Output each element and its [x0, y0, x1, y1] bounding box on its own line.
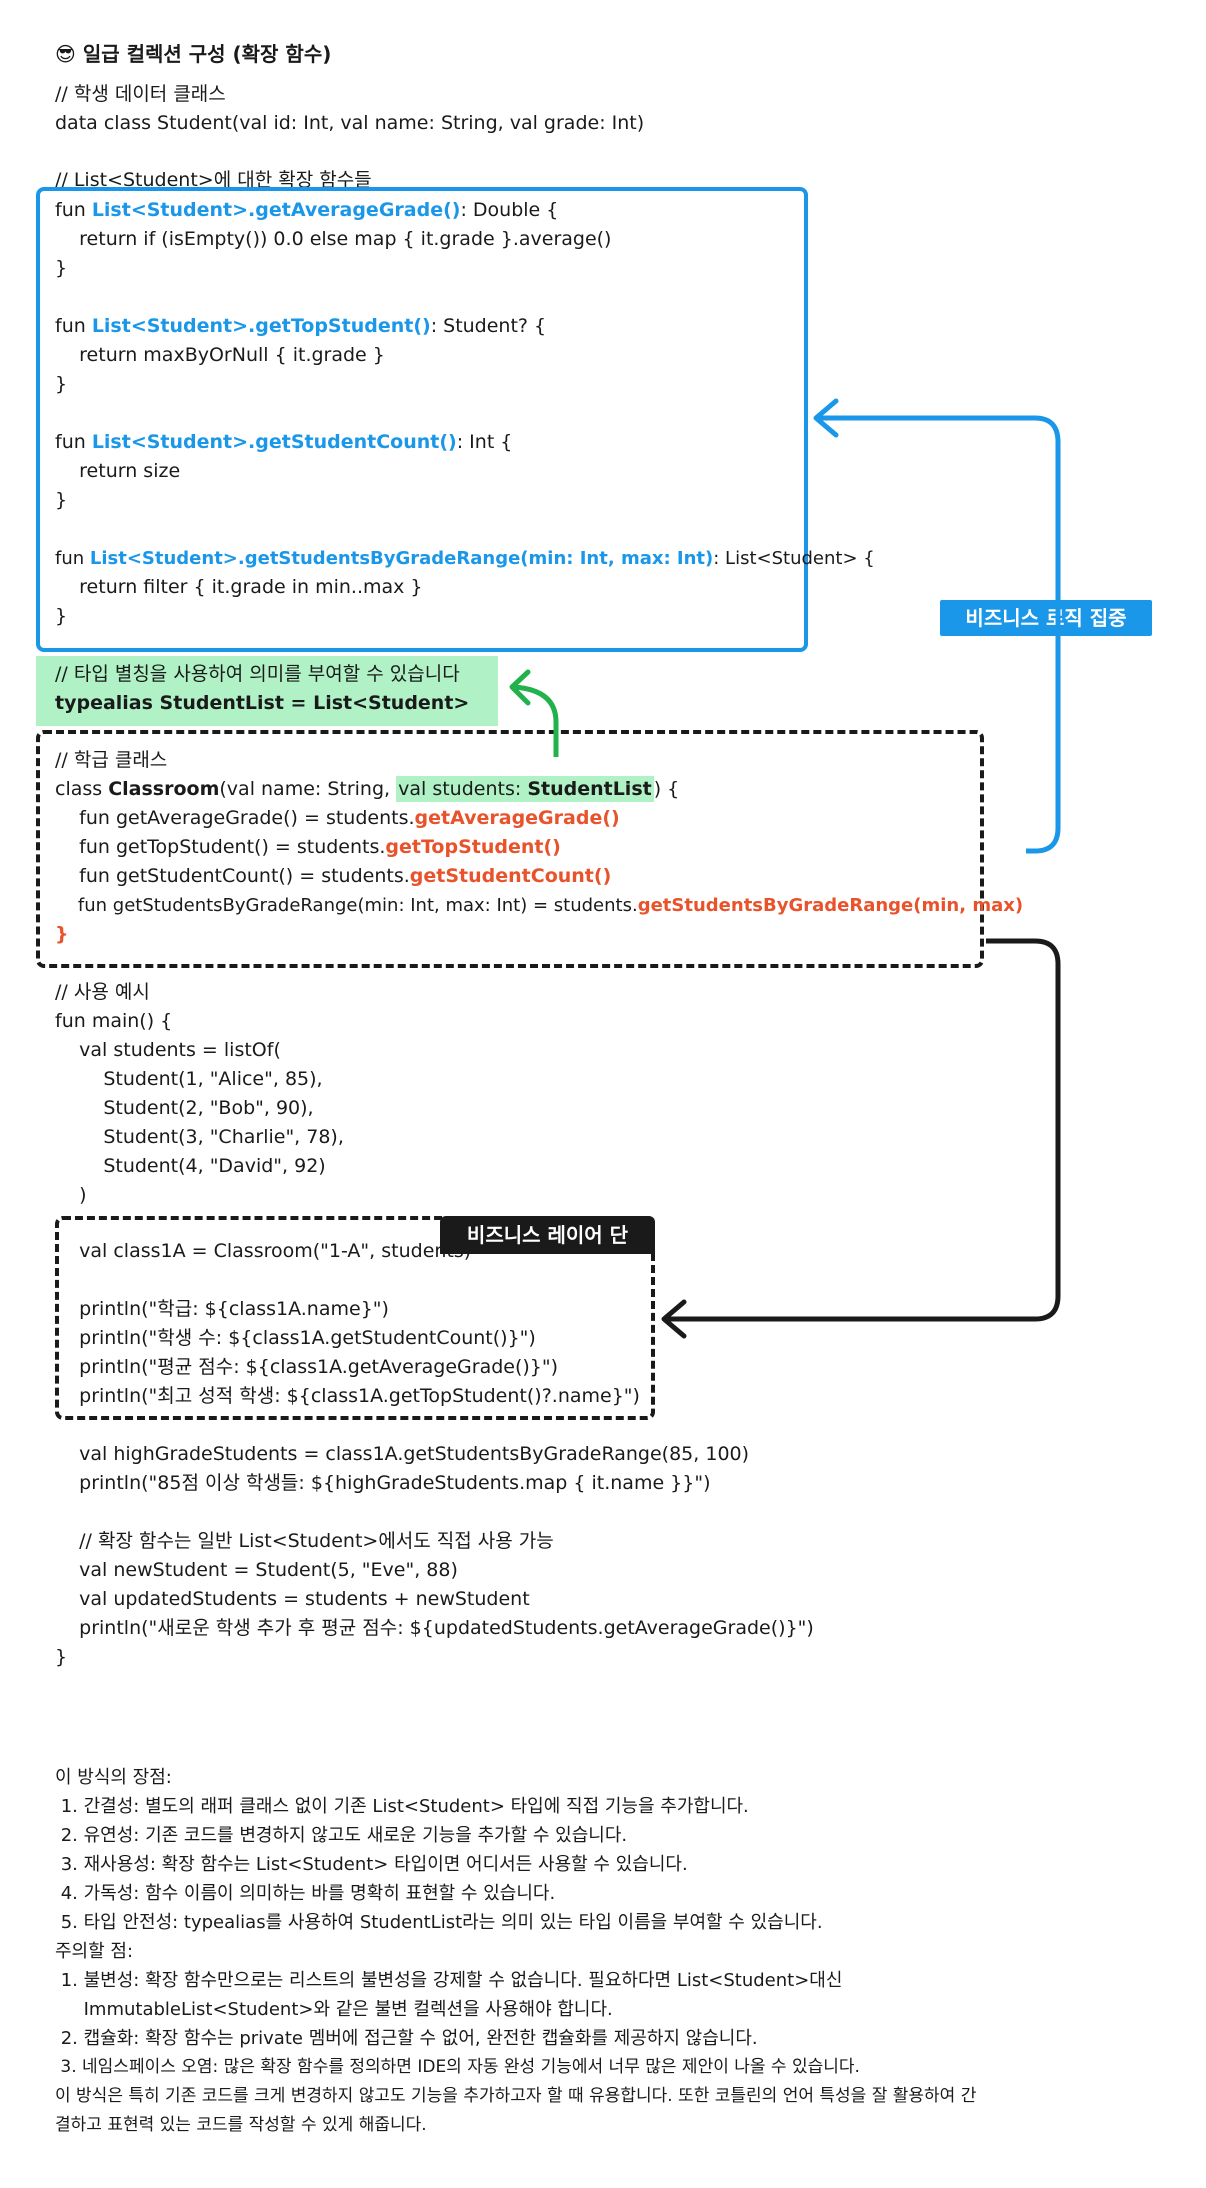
business-layer-box	[55, 1216, 655, 1420]
advantages-title: 이 방식의 장점:	[55, 1767, 172, 1788]
students-param-highlight: val students: StudentList	[396, 776, 654, 802]
brace: }	[55, 489, 68, 511]
sunglasses-emoji-icon: 😎	[55, 42, 76, 66]
caution-item: 2. 캡슐화: 확장 함수는 private 멤버에 접근할 수 없어, 완전한…	[55, 2028, 758, 2049]
code-line: )	[55, 1184, 87, 1206]
code-line: println("학생 수: ${class1A.getStudentCount…	[55, 1327, 536, 1349]
business-logic-label: 비즈니스 로직 집중	[940, 600, 1152, 636]
ext-fun-range-body: return filter { it.grade in min..max }	[55, 576, 423, 598]
code-line: println("새로운 학생 추가 후 평균 점수: ${updatedStu…	[55, 1617, 814, 1639]
classroom-box	[36, 730, 984, 968]
code-line: val class1A = Classroom("1-A", students)	[55, 1240, 472, 1262]
method-top: fun getTopStudent() = students.getTopStu…	[55, 836, 561, 858]
summary-line: 이 방식은 특히 기존 코드를 크게 변경하지 않고도 기능을 추가하고자 할 …	[55, 2086, 977, 2106]
ext-fun-average-body: return if (isEmpty()) 0.0 else map { it.…	[55, 228, 612, 250]
advantage-item: 4. 가독성: 함수 이름이 의미하는 바를 명확히 표현할 수 있습니다.	[55, 1883, 556, 1904]
typealias-highlight	[36, 656, 498, 726]
brace: }	[55, 373, 68, 395]
page-title: 😎 일급 컬렉션 구성 (확장 함수)	[55, 42, 332, 66]
code-line: println("평균 점수: ${class1A.getAverageGrad…	[55, 1356, 559, 1378]
summary-line: 결하고 표현력 있는 코드를 작성할 수 있게 해줍니다.	[55, 2115, 427, 2135]
code-line: println("학급: ${class1A.name}")	[55, 1298, 389, 1320]
typealias-line: typealias StudentList = List<Student>	[55, 692, 470, 714]
method-count: fun getStudentCount() = students.getStud…	[55, 865, 612, 887]
caution-item: 1. 불변성: 확장 함수만으로는 리스트의 불변성을 강제할 수 없습니다. …	[55, 1970, 843, 1991]
comment-usage: // 사용 예시	[55, 981, 150, 1003]
code-line: val newStudent = Student(5, "Eve", 88)	[55, 1559, 458, 1581]
black-arrow	[666, 938, 1061, 1322]
data-class-line: data class Student(val id: Int, val name…	[55, 112, 645, 134]
code-line: // 확장 함수는 일반 List<Student>에서도 직접 사용 가능	[55, 1530, 554, 1552]
ext-fun-count-body: return size	[55, 460, 181, 482]
caution-item: ImmutableList<Student>와 같은 불변 컬렉션을 사용해야 …	[55, 1999, 613, 2020]
brace: }	[55, 605, 68, 627]
code-line: Student(2, "Bob", 90),	[55, 1097, 314, 1119]
advantage-item: 5. 타입 안전성: typealias를 사용하여 StudentList라는…	[55, 1912, 823, 1933]
caution-title: 주의할 점:	[55, 1941, 134, 1962]
green-arrow	[513, 684, 559, 757]
comment-student: // 학생 데이터 클래스	[55, 83, 226, 105]
main-close-brace: }	[55, 1646, 68, 1668]
code-line: println("85점 이상 학생들: ${highGradeStudents…	[55, 1472, 711, 1494]
comment-extensions: // List<Student>에 대한 확장 함수들	[55, 169, 372, 191]
green-arrowhead	[509, 669, 531, 706]
caution-item: 3. 네임스페이스 오염: 많은 확장 함수를 정의하면 IDE의 자동 완성 …	[55, 2057, 860, 2077]
main-fun: fun main() {	[55, 1010, 173, 1032]
code-line: val students = listOf(	[55, 1039, 281, 1061]
advantage-item: 3. 재사용성: 확장 함수는 List<Student> 타입이면 어디서든 …	[55, 1854, 688, 1875]
code-line: Student(1, "Alice", 85),	[55, 1068, 323, 1090]
blue-arrow	[818, 415, 1061, 854]
ext-fun-count: fun List<Student>.getStudentCount(): Int…	[55, 431, 513, 453]
black-arrowhead	[661, 1299, 687, 1339]
code-line: println("최고 성적 학생: ${class1A.getTopStude…	[55, 1385, 640, 1407]
ext-fun-range: fun List<Student>.getStudentsByGradeRang…	[55, 548, 875, 569]
advantage-item: 2. 유연성: 기존 코드를 변경하지 않고도 새로운 기능을 추가할 수 있습…	[55, 1825, 628, 1846]
blue-arrowhead	[813, 398, 839, 438]
comment-typealias: // 타입 별칭을 사용하여 의미를 부여할 수 있습니다	[55, 663, 460, 685]
code-line: Student(4, "David", 92)	[55, 1155, 326, 1177]
business-layer-label: 비즈니스 레이어 단	[440, 1216, 655, 1254]
ext-fun-top-body: return maxByOrNull { it.grade }	[55, 344, 385, 366]
ext-fun-top: fun List<Student>.getTopStudent(): Stude…	[55, 315, 547, 337]
class-declaration: class Classroom(val name: String, val st…	[55, 776, 680, 802]
class-close-brace: }	[55, 923, 69, 945]
code-line: val updatedStudents = students + newStud…	[55, 1588, 530, 1610]
comment-classroom: // 학급 클래스	[55, 749, 168, 771]
code-line: val highGradeStudents = class1A.getStude…	[55, 1443, 750, 1465]
method-average: fun getAverageGrade() = students.getAver…	[55, 807, 620, 829]
brace: }	[55, 257, 68, 279]
ext-fun-average: fun List<Student>.getAverageGrade(): Dou…	[55, 199, 559, 221]
code-line: Student(3, "Charlie", 78),	[55, 1126, 344, 1148]
advantage-item: 1. 간결성: 별도의 래퍼 클래스 없이 기존 List<Student> 타…	[55, 1796, 749, 1817]
extension-functions-box	[36, 187, 808, 652]
method-range: fun getStudentsByGradeRange(min: Int, ma…	[55, 895, 1024, 916]
